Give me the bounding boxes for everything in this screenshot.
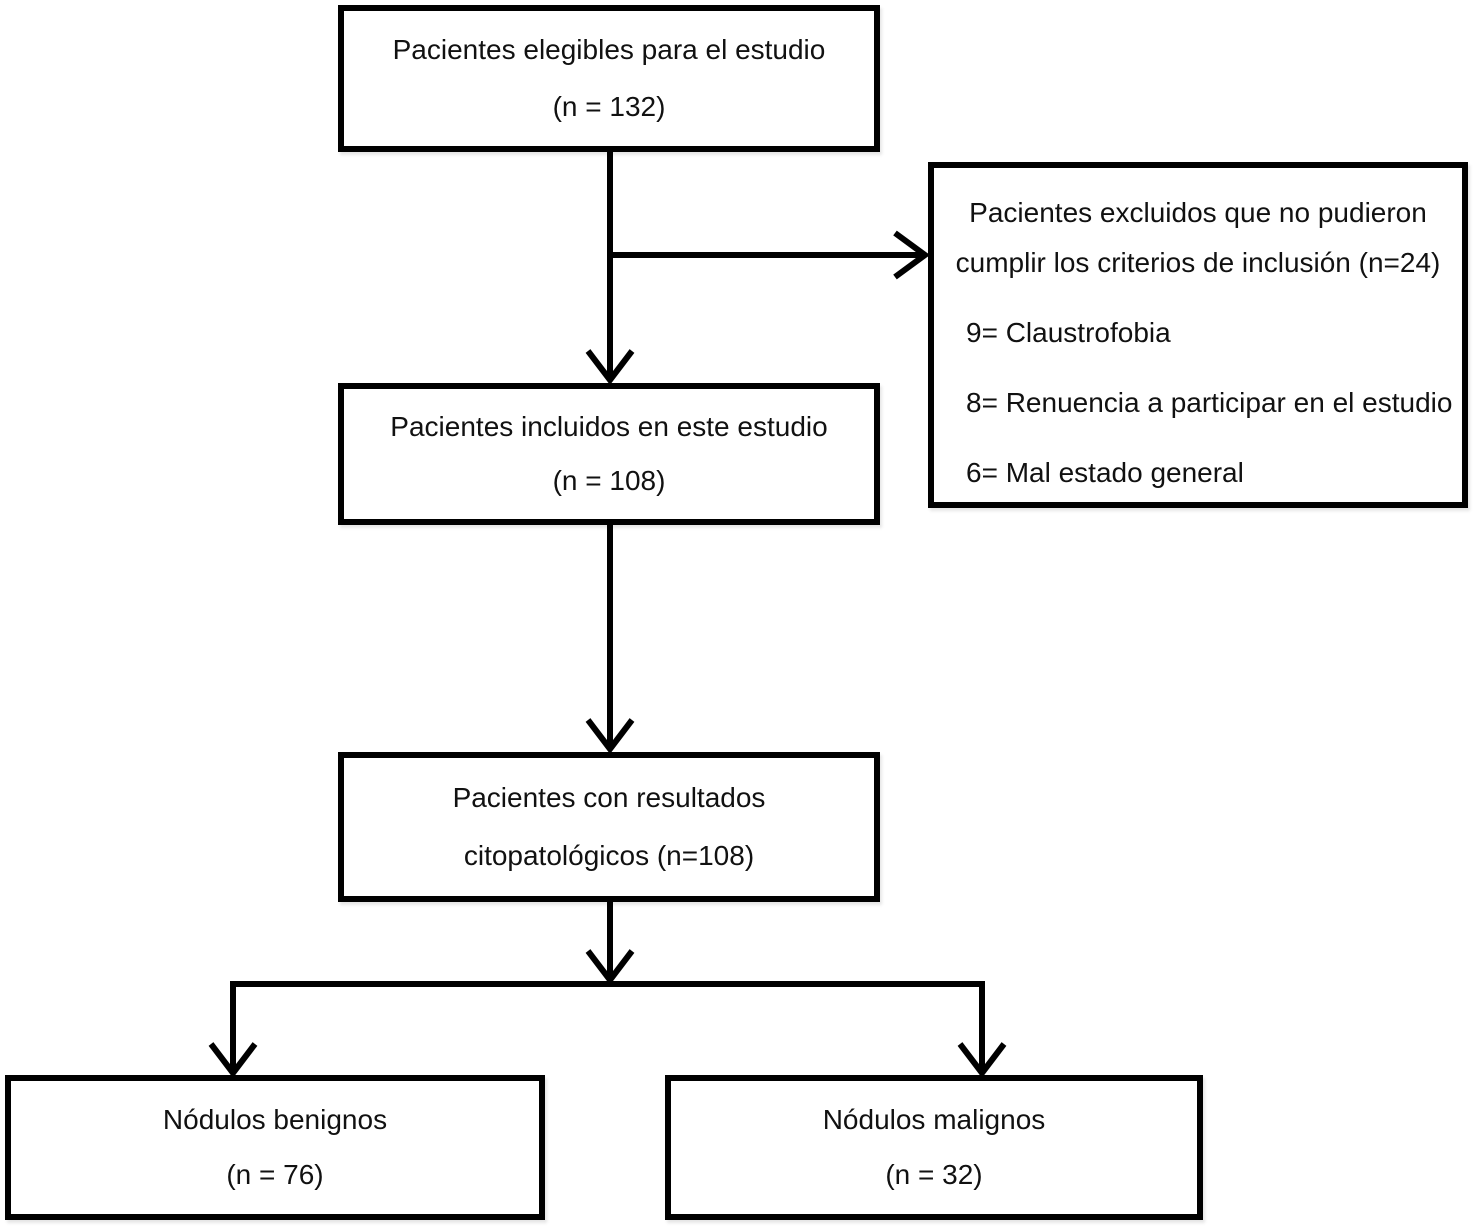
node-eligible-count: (n = 132) bbox=[552, 90, 666, 122]
node-eligible-label: Pacientes elegibles para el estudio bbox=[392, 34, 826, 66]
node-excluded-title-line1: Pacientes excluidos que no pudieron bbox=[969, 197, 1427, 228]
arrowhead-down-benign-icon bbox=[208, 1042, 258, 1078]
excluded-reason-poor-condition: 6= Mal estado general bbox=[966, 457, 1244, 488]
excluded-reason-claustrophobia: 9= Claustrofobia bbox=[966, 317, 1171, 348]
arrowhead-down-malignant-icon bbox=[957, 1042, 1007, 1078]
node-eligible: Pacientes elegibles para el estudio (n =… bbox=[338, 5, 880, 152]
excluded-reason-refusal: 8= Renuencia a participar en el estudio bbox=[966, 387, 1453, 418]
arrowhead-down-included-icon bbox=[585, 349, 635, 385]
node-excluded-content: Pacientes excluidos que no pudieron cump… bbox=[934, 168, 1462, 498]
arrowhead-right-excluded-icon bbox=[893, 230, 931, 280]
node-cytopathology: Pacientes con resultados citopatológicos… bbox=[338, 752, 880, 902]
node-malignant-count: (n = 32) bbox=[885, 1159, 983, 1191]
arrowhead-down-cytopathology-icon bbox=[585, 718, 635, 754]
node-cytopathology-count: citopatológicos (n=108) bbox=[463, 839, 755, 871]
node-benign-count: (n = 76) bbox=[226, 1159, 324, 1191]
node-excluded: Pacientes excluidos que no pudieron cump… bbox=[928, 162, 1468, 508]
node-excluded-title-line2: cumplir los criterios de inclusión (n=24… bbox=[955, 247, 1441, 278]
node-benign: Nódulos benignos (n = 76) bbox=[5, 1075, 545, 1220]
node-cytopathology-label: Pacientes con resultados bbox=[452, 782, 766, 814]
node-included: Pacientes incluidos en este estudio (n =… bbox=[338, 383, 880, 525]
node-malignant: Nódulos malignos (n = 32) bbox=[665, 1075, 1203, 1220]
node-included-label: Pacientes incluidos en este estudio bbox=[390, 410, 828, 442]
node-benign-label: Nódulos benignos bbox=[162, 1103, 388, 1135]
node-included-count: (n = 108) bbox=[552, 465, 666, 497]
arrowhead-down-branch-icon bbox=[585, 949, 635, 985]
node-malignant-label: Nódulos malignos bbox=[822, 1103, 1046, 1135]
